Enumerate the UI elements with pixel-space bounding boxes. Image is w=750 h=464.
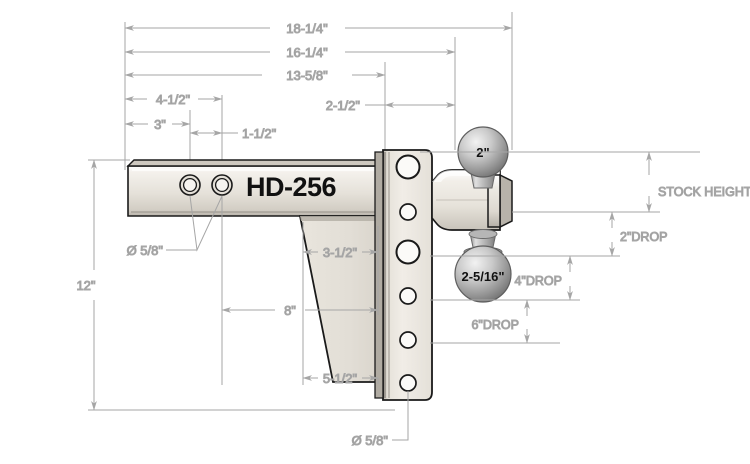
plate-hole-6 (399, 374, 417, 392)
shank-hole-2 (211, 174, 233, 196)
product-label: HD-256 (246, 172, 337, 202)
dim-label-gusset-base: 5-1/2" (323, 371, 358, 386)
plate-hole-2 (399, 203, 417, 221)
gusset-plate (298, 215, 383, 383)
dim-13-5-8: 13-5/8" (124, 68, 386, 84)
dim-label-gusset-length: 8" (284, 303, 296, 318)
internal-dimensions: Ø 5/8" 3-1/2" 8" 5-1/2" Ø 5/8" (126, 195, 409, 449)
plate-hole-1 (395, 154, 421, 180)
dim-4-drop: 4"DROP (514, 255, 573, 301)
retaining-nut (487, 173, 513, 229)
dim-label-overall-length: 18-1/4" (286, 21, 328, 36)
dim-label-2-drop: 2"DROP (620, 230, 668, 244)
dim-label-stock-height: STOCK HEIGHT (658, 185, 750, 199)
dim-label-hole1-from-end: 3" (154, 117, 166, 132)
dim-8: 8" (221, 265, 379, 319)
dim-5-1-2: 5-1/2" (302, 371, 379, 387)
dim-4-1-2: 4-1/2" (124, 92, 223, 108)
dim-label-4-drop: 4"DROP (514, 274, 562, 288)
dim-label-hole2-from-end: 4-1/2" (156, 92, 191, 107)
shank-hole-1 (179, 174, 201, 196)
dim-16-1-4: 16-1/4" (124, 45, 456, 61)
dim-label-plate-hole-dia: Ø 5/8" (352, 433, 389, 448)
dim-stock-height: STOCK HEIGHT (646, 151, 750, 213)
dim-2-1-2: 2-1/2" (325, 98, 456, 114)
dim-label-plate-zone: 2-1/2" (326, 98, 361, 113)
dim-2-drop: 2"DROP (609, 211, 668, 257)
assembly-geometry: HD-256 (126, 126, 513, 401)
leader-shank-hole-dia: Ø 5/8" (126, 195, 223, 259)
dim-6-drop: 6"DROP (471, 299, 530, 344)
vertical-drop-plate (374, 149, 433, 401)
dim-label-overall-height: 12" (76, 278, 95, 293)
dim-3-1-2: 3-1/2" (302, 245, 379, 261)
dimension-lines-top: 18-1/4" 16-1/4" 13-5/8" 4-1/2" 3" 1-1/2" (124, 12, 513, 180)
dim-label-gusset-top-offset: 3-1/2" (323, 245, 358, 260)
leader-plate-hole-dia: Ø 5/8" (351, 391, 409, 449)
dim-label-hole-spacing: 1-1/2" (242, 126, 277, 141)
lower-ball (454, 245, 512, 303)
dimension-lines-left: 12" (76, 159, 395, 411)
dim-18-1-4: 18-1/4" (124, 21, 513, 37)
dim-1-1-2: 1-1/2" (189, 126, 277, 142)
dim-3: 3" (124, 117, 191, 133)
lower-ball-label: 2-5/16" (461, 269, 504, 284)
dimension-lines-right: STOCK HEIGHT 2"DROP 4"DROP 6"DROP (420, 151, 750, 344)
dim-12: 12" (76, 159, 97, 411)
plate-hole-3 (395, 239, 421, 265)
plate-hole-5 (399, 331, 417, 349)
dim-label-shank-hole-dia: Ø 5/8" (127, 243, 164, 258)
dim-label-6-drop: 6"DROP (471, 318, 519, 332)
lower-ball-assembly: 2-5/16" (454, 229, 512, 303)
plate-hole-4 (399, 287, 417, 305)
dim-label-length-plate-back: 13-5/8" (286, 68, 328, 83)
dim-label-length-plate-face: 16-1/4" (286, 45, 328, 60)
